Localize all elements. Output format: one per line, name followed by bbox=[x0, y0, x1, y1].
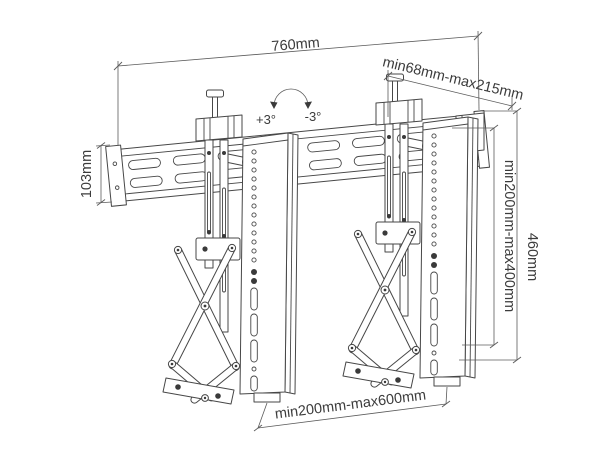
tilt-indicator: +3° -3° bbox=[256, 88, 322, 127]
dimension-bracket-height: 460mm bbox=[459, 107, 540, 364]
total-width-label: 760mm bbox=[271, 35, 321, 55]
horizontal-adjustment-label: min200mm-max600mm bbox=[274, 387, 427, 422]
rail-height-label: 103mm bbox=[79, 150, 95, 198]
dimension-total-width: 760mm bbox=[113, 30, 483, 146]
tilt-arrow-right-icon bbox=[304, 101, 312, 109]
rail-left-end-cap bbox=[105, 144, 127, 207]
vertical-adjustment-label: min200mm-max400mm bbox=[501, 160, 517, 312]
tilt-positive-label: +3° bbox=[256, 112, 276, 127]
bracket-height-label: 460mm bbox=[524, 233, 540, 281]
dimension-horizontal-adjustment: min200mm-max600mm bbox=[253, 386, 451, 432]
tilt-arrow-left-icon bbox=[270, 101, 278, 109]
dimension-rail-height: 103mm bbox=[79, 142, 113, 206]
tilt-negative-label: -3° bbox=[305, 109, 322, 124]
right-mount-assembly bbox=[342, 73, 479, 390]
dimension-vertical-adjustment: min200mm-max400mm bbox=[452, 124, 517, 349]
left-mount-assembly bbox=[162, 89, 299, 406]
